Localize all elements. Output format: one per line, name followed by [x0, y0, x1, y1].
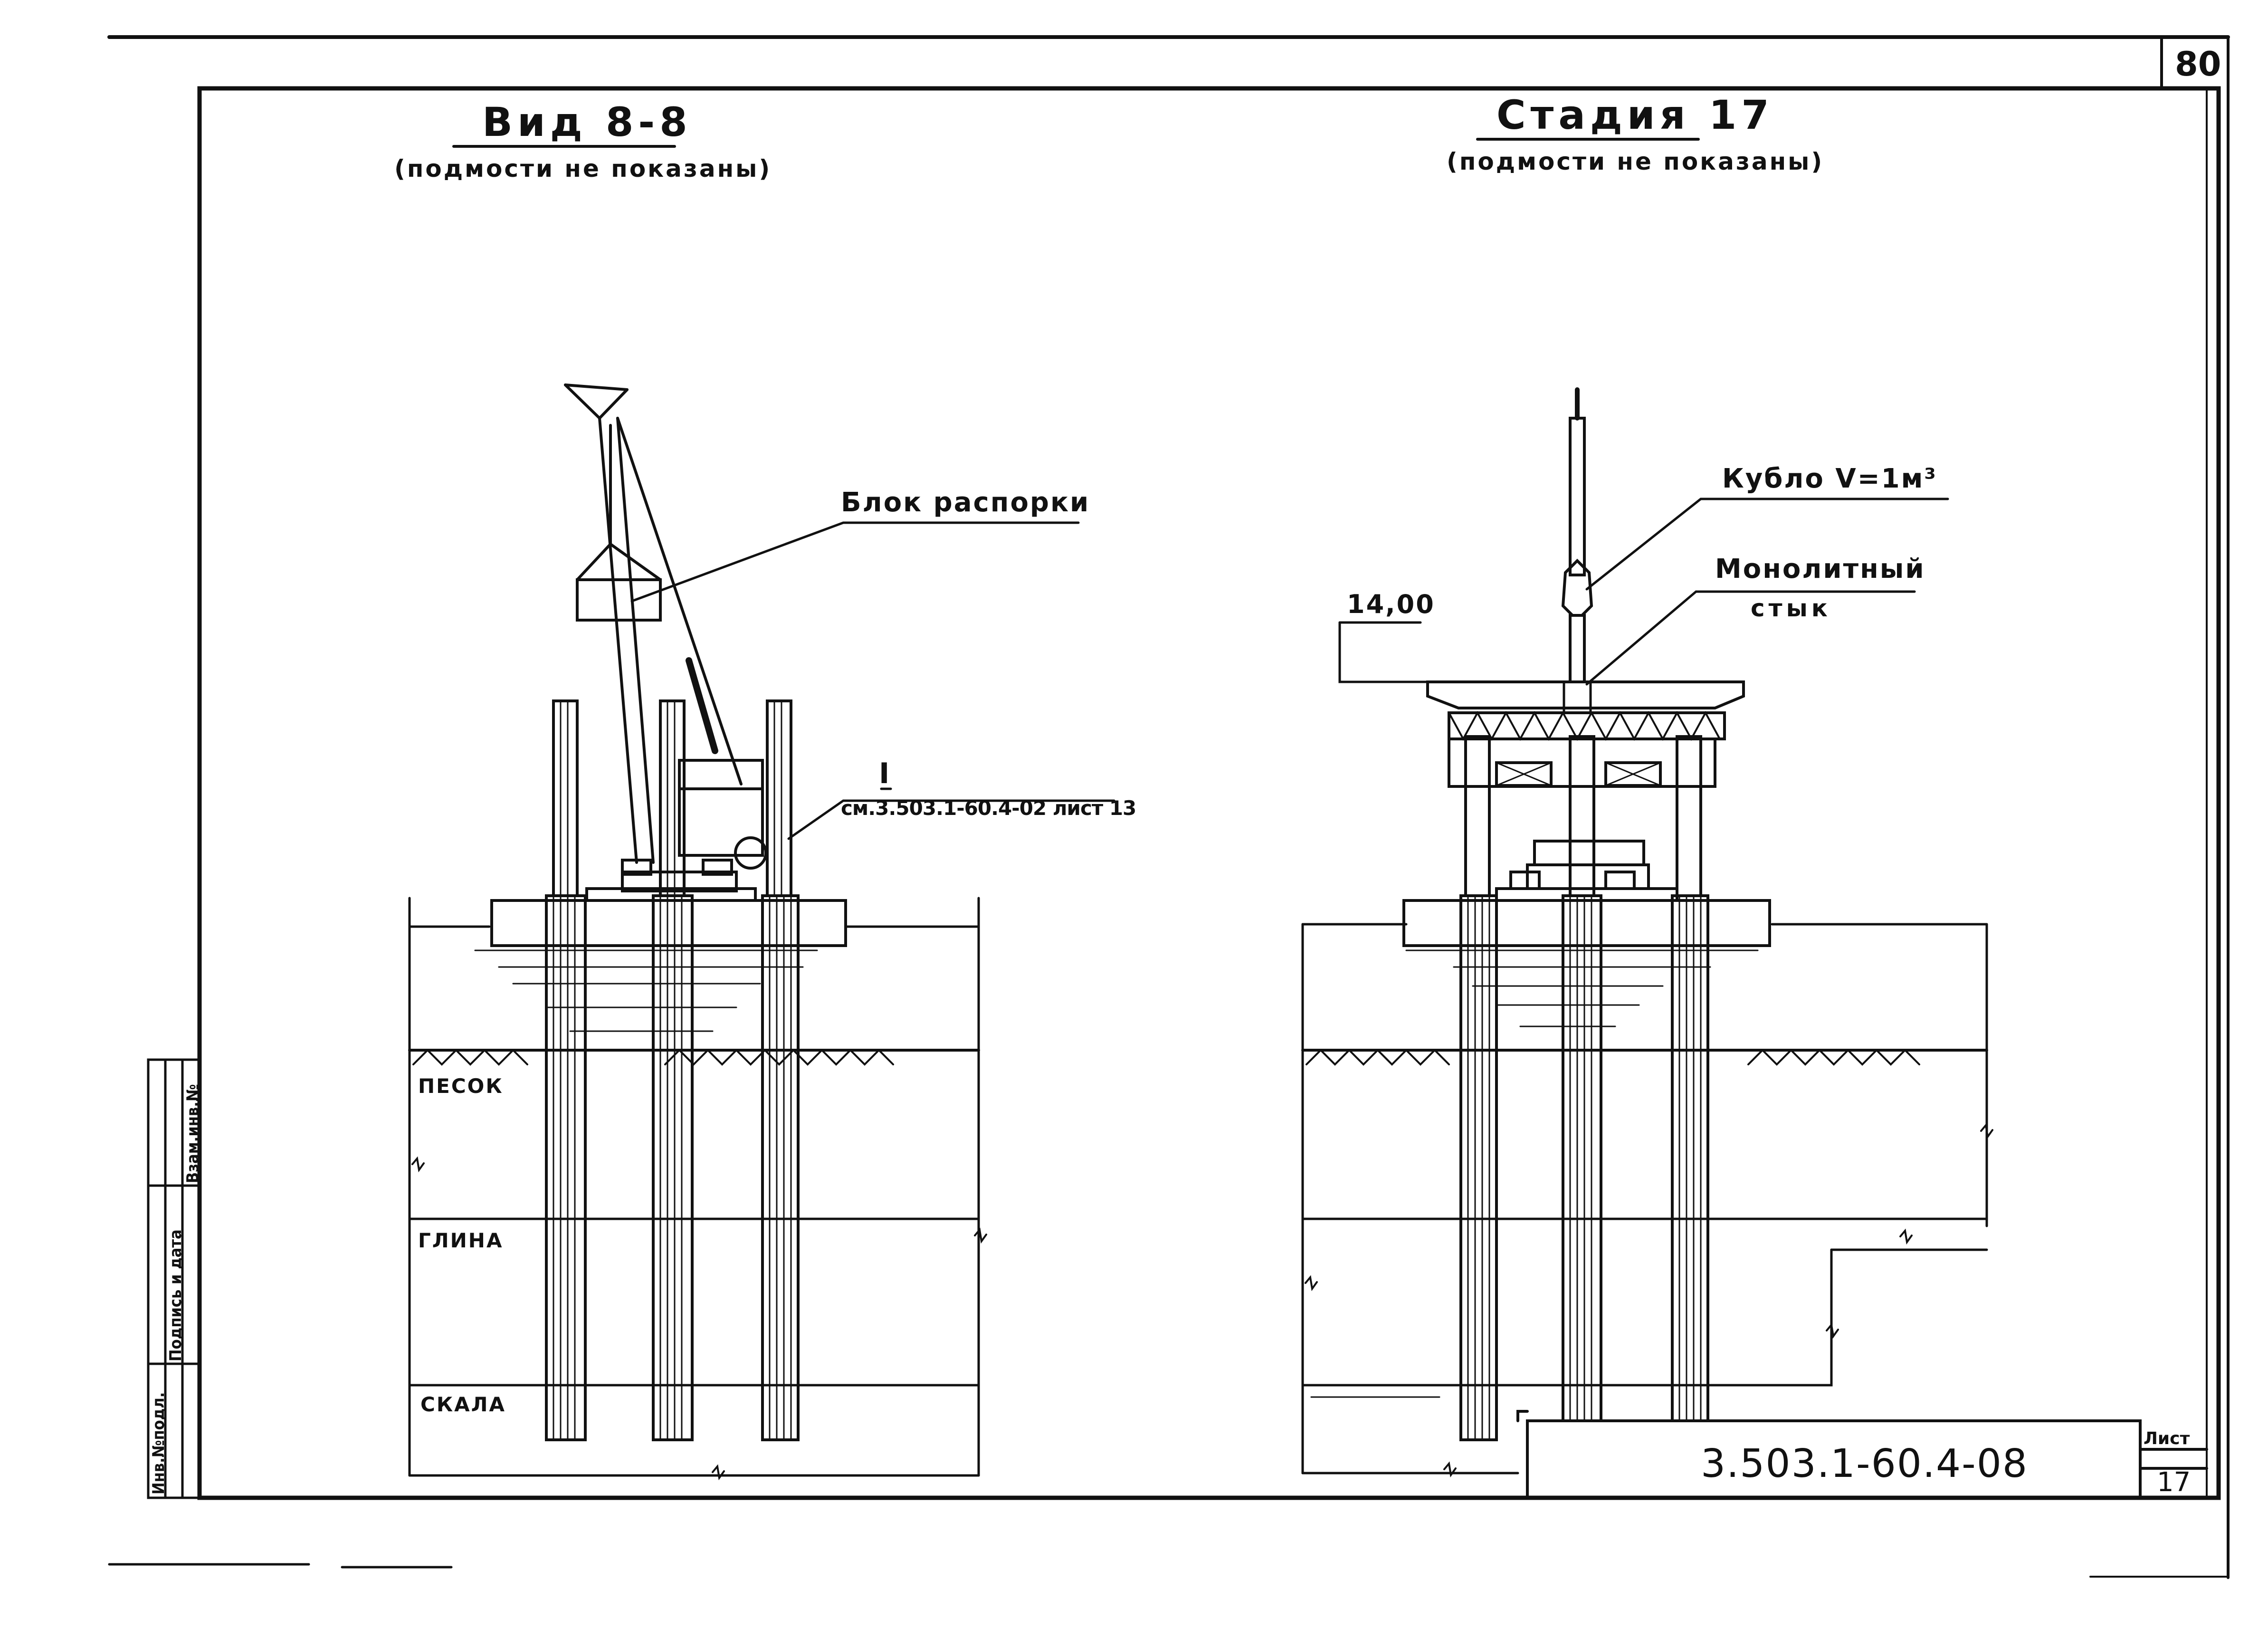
side-stamp-replace-no: Взам.инв.№	[183, 1084, 202, 1183]
side-stamp-signature: Подпись и дата	[166, 1229, 185, 1361]
pile-1	[545, 699, 587, 1441]
side-stamp-inv-no: Инв.№подл.	[149, 1392, 168, 1494]
left-leaders	[630, 521, 1115, 840]
pile-3	[761, 699, 800, 1441]
right-ground-hatch	[1306, 1049, 1920, 1066]
pile-r2	[1562, 735, 1602, 1422]
sheet-number: 17	[2157, 1467, 2191, 1498]
right-view-title: Стадия 17	[1496, 92, 1774, 138]
side-stamp-box	[147, 1058, 201, 1499]
joint-label-line1: Монолитный	[1715, 554, 1925, 584]
crane	[564, 383, 767, 892]
right-leaders	[1338, 498, 1949, 686]
soil-sand-label: ПЕСОК	[418, 1074, 504, 1098]
elevation-label: 14,00	[1347, 589, 1435, 619]
node-mark: I	[879, 757, 891, 790]
left-piles	[545, 699, 800, 1441]
reference-label: см.3.503.1-60.4-02 лист 13	[841, 796, 1136, 820]
bucket-label: Кубло V=1м³	[1722, 463, 1937, 494]
joint-label-line2: стык	[1751, 594, 1831, 622]
title-stamp	[1516, 1410, 2208, 1499]
block-label: Блок распорки	[841, 487, 1090, 518]
sheet-frame	[107, 35, 2230, 1579]
bucket	[1561, 387, 1593, 714]
left-ground-hatch	[412, 1049, 894, 1066]
soil-clay-label: ГЛИНА	[418, 1229, 504, 1252]
left-view-subtitle: (подмости не показаны)	[394, 155, 772, 182]
right-view-subtitle: (подмости не показаны)	[1447, 148, 1824, 175]
left-view-title: Вид 8-8	[482, 99, 692, 145]
soil-rock-label: СКАЛА	[420, 1393, 506, 1416]
left-soil-profile	[408, 897, 987, 1481]
cap-beam	[1426, 680, 1745, 890]
pile-2	[652, 699, 694, 1441]
sheet-label: Лист	[2144, 1429, 2190, 1448]
pile-r3	[1671, 735, 1709, 1422]
pile-r1	[1459, 735, 1498, 1441]
page-number: 80	[2175, 45, 2221, 84]
right-soil-profile	[1301, 923, 1993, 1478]
doc-code: 3.503.1-60.4-08	[1701, 1441, 2029, 1486]
